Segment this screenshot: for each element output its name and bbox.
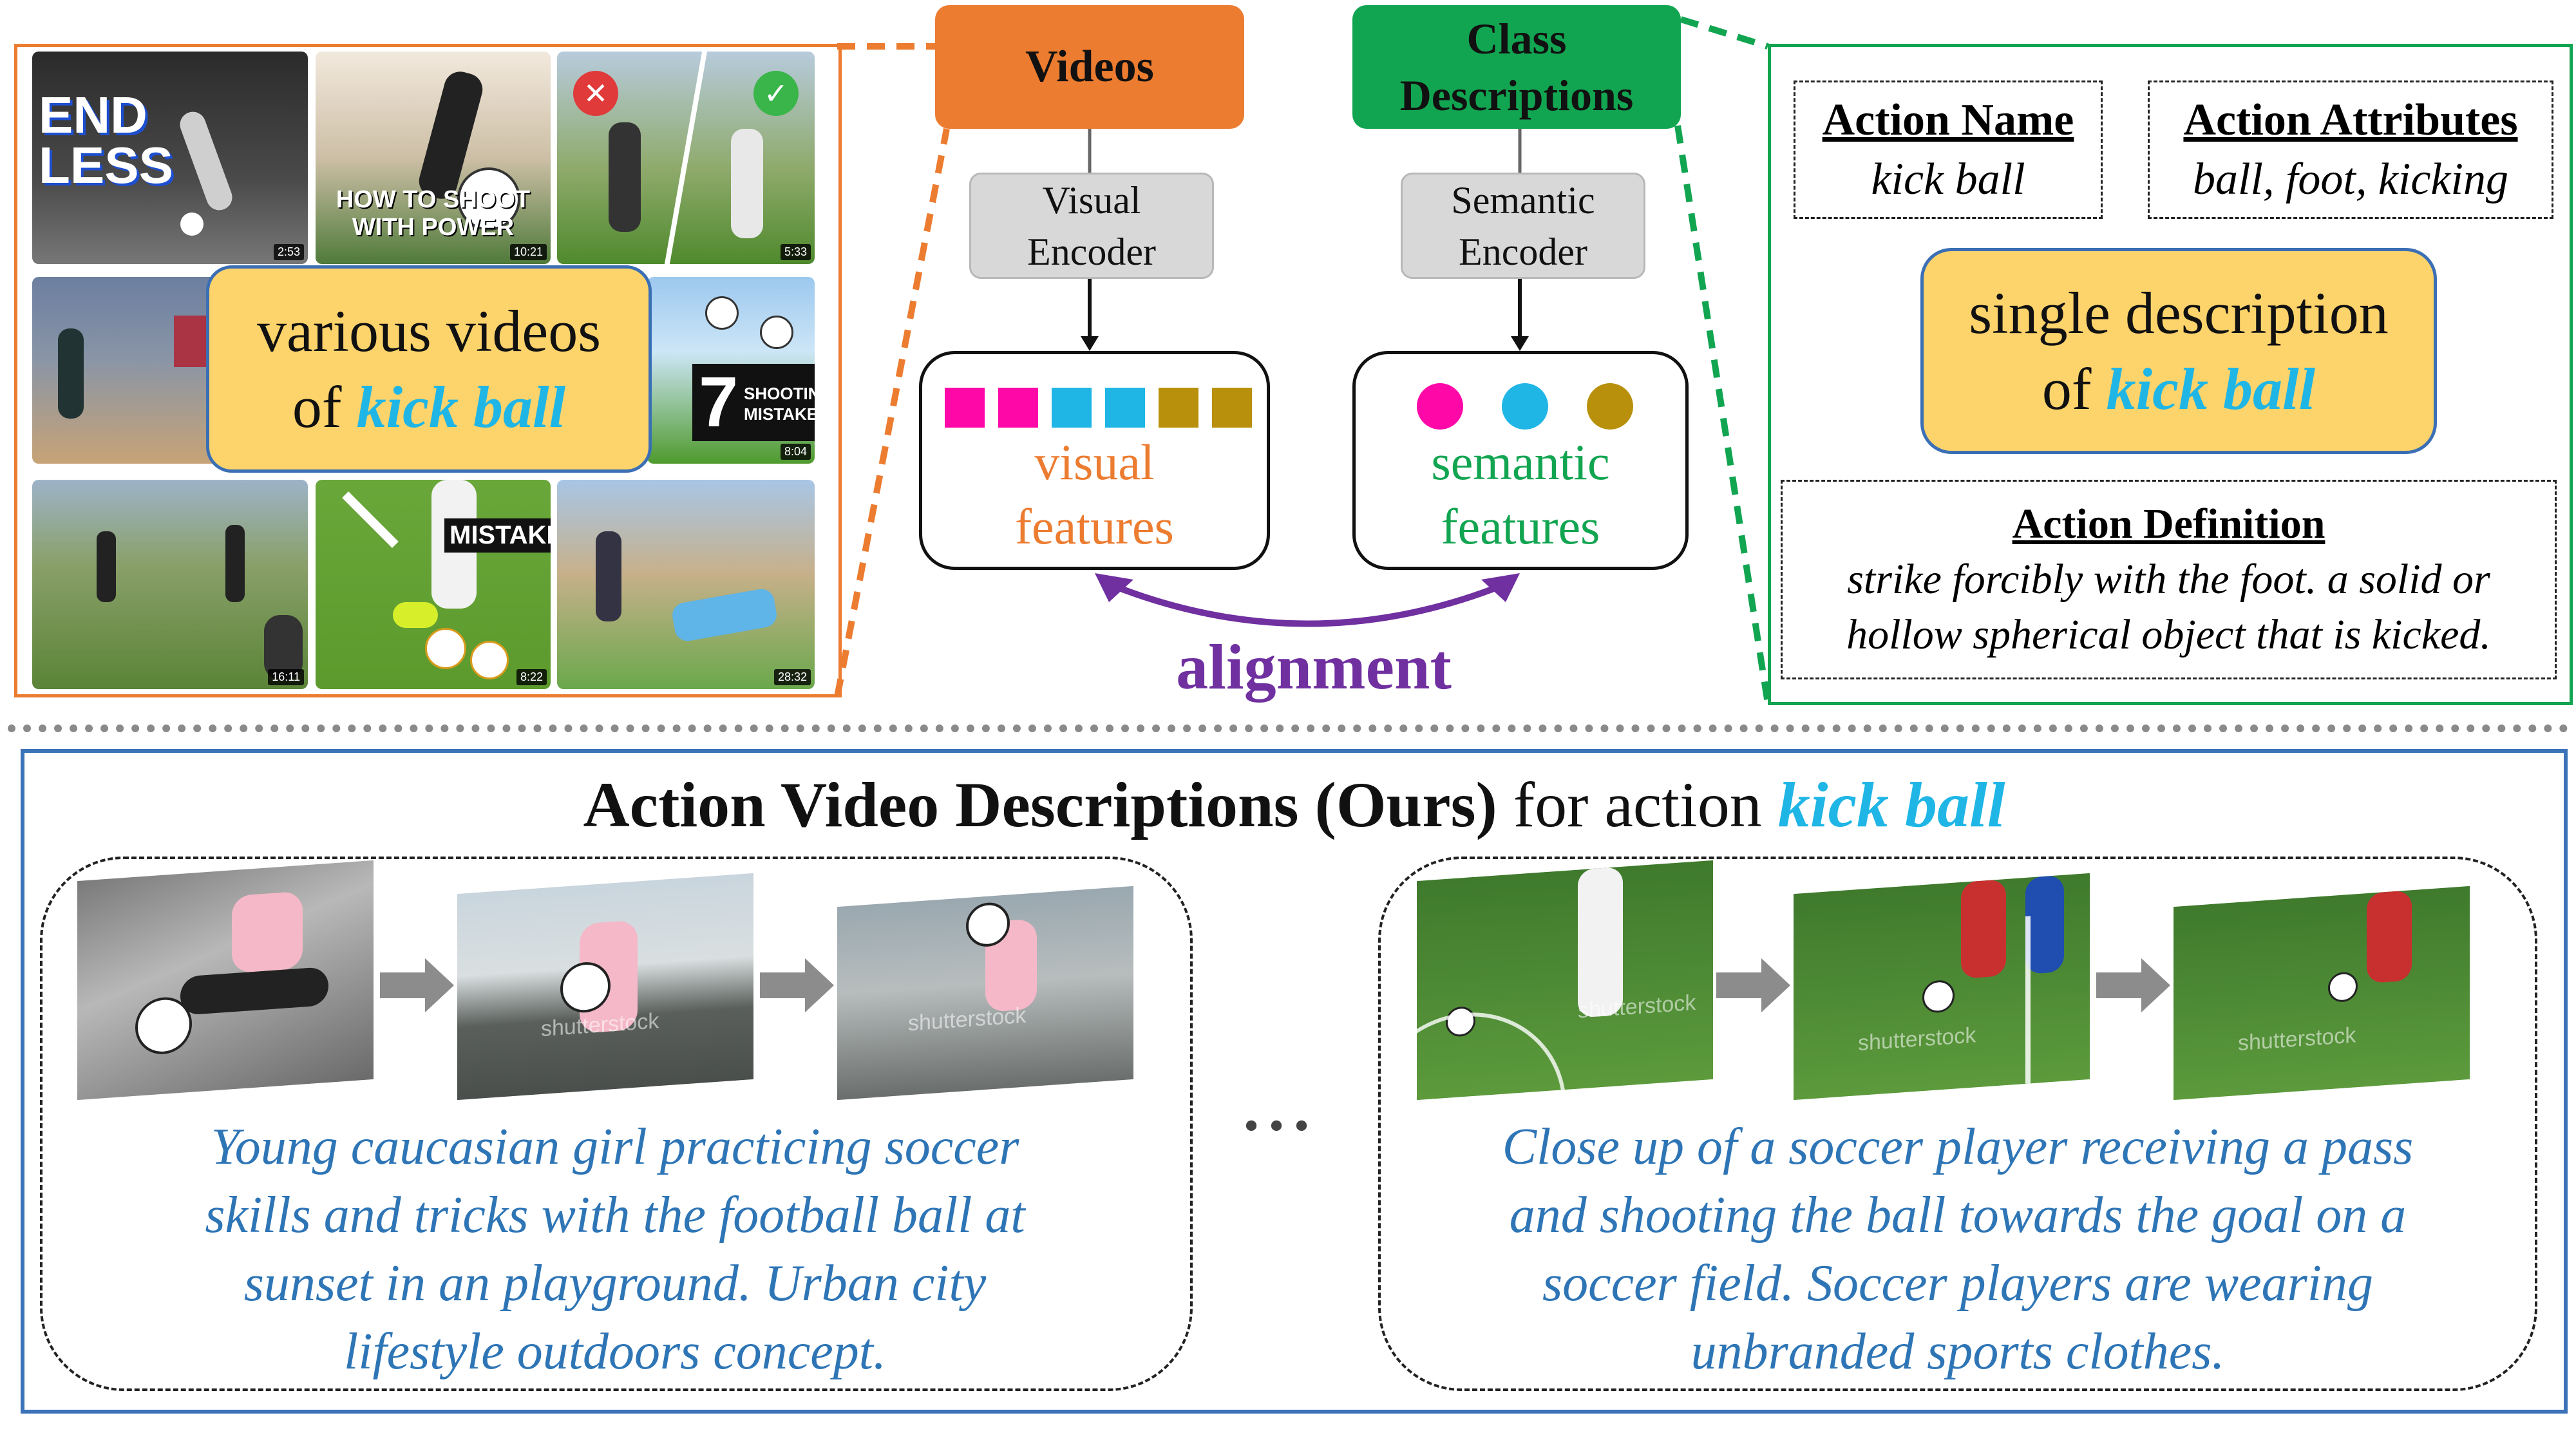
thumbnail-title: 7 SHOOTINGMISTAKES	[692, 364, 815, 441]
video-duration: 2:53	[273, 244, 304, 260]
video-thumbnail: MISTAKES 8:22	[316, 480, 551, 689]
class-descriptions-line1: Class	[1466, 14, 1567, 63]
visual-feature-square	[998, 388, 1038, 428]
video-duration: 10:21	[509, 244, 547, 260]
single-description-line1: single description	[1969, 280, 2389, 346]
caption-right: Close up of a soccer player receiving a …	[1417, 1111, 2499, 1388]
pipeline-connectors	[834, 16, 1771, 704]
semantic-feature-circle	[1587, 383, 1633, 430]
action-definition-box: Action Definition strike forcibly with t…	[1781, 480, 2557, 679]
check-icon: ✓	[753, 71, 799, 116]
section-divider	[8, 724, 2568, 732]
visual-features-line2: features	[1015, 498, 1174, 554]
caption-line: and shooting the ball towards the goal o…	[1509, 1187, 2407, 1244]
semantic-feature-circle	[1502, 383, 1548, 430]
video-duration: 16:11	[268, 669, 304, 685]
video-thumbnail: 16:11	[32, 480, 308, 689]
ellipsis: •••	[1211, 1095, 1346, 1159]
cross-icon: ✕	[573, 71, 618, 116]
semantic-features-line2: features	[1441, 498, 1600, 554]
visual-feature-square	[1105, 388, 1145, 428]
video-thumbnail: ✕ ✓ 5:33	[557, 52, 815, 264]
video-thumbnail: 7 SHOOTINGMISTAKES 8:04	[647, 277, 815, 464]
video-duration: 28:32	[773, 669, 811, 685]
action-attributes-value: ball, foot, kicking	[2193, 154, 2508, 204]
semantic-encoder-line1: Semantic	[1451, 178, 1595, 222]
visual-feature-square	[945, 388, 985, 428]
videos-box: Videos	[935, 5, 1244, 129]
action-name-value: kick ball	[1871, 154, 2025, 204]
action-attributes-box: Action Attributes ball, foot, kicking	[2148, 80, 2553, 219]
action-definition-title: Action Definition	[2012, 500, 2325, 547]
action-definition-line1: strike forcibly with the foot. a solid o…	[1847, 556, 2490, 603]
single-description-action: kick ball	[2106, 356, 2316, 422]
video-thumbnail: 28:32	[557, 480, 815, 689]
gray-arrow-icon	[1716, 958, 1790, 1012]
various-videos-of: of	[292, 374, 342, 440]
visual-features-line1: visual	[1034, 434, 1155, 490]
action-definition-line2: hollow spherical object that is kicked.	[1846, 611, 2491, 658]
gray-arrow-icon	[380, 958, 454, 1012]
visual-feature-square	[1159, 388, 1198, 428]
various-videos-label: various videos of kick ball	[206, 265, 652, 473]
visual-features-box: visual features	[919, 351, 1270, 570]
watermark-text: shutterstock	[2238, 1023, 2356, 1056]
various-videos-line1: various videos	[256, 298, 601, 364]
alignment-text: alignment	[1176, 630, 1452, 703]
alignment-label: alignment	[1095, 628, 1533, 705]
single-description-of: of	[2041, 356, 2092, 422]
caption-line: soccer field. Soccer players are wearing	[1542, 1255, 2374, 1312]
gray-arrow-icon	[760, 958, 834, 1012]
caption-left: Young caucasian girl practicing soccer s…	[77, 1111, 1153, 1388]
bottom-title-action: kick ball	[1777, 769, 2005, 840]
bottom-title-plain: for action	[1513, 769, 1762, 840]
video-duration: 8:22	[516, 669, 547, 685]
class-descriptions-line2: Descriptions	[1399, 71, 1634, 120]
caption-line: Close up of a soccer player receiving a …	[1502, 1119, 2414, 1175]
single-description-box: single description of kick ball	[1920, 248, 2437, 454]
caption-line: Young caucasian girl practicing soccer	[211, 1119, 1019, 1175]
video-collage-panel	[14, 44, 842, 697]
semantic-features-line1: semantic	[1431, 434, 1610, 490]
watermark-text: shutterstock	[1858, 1023, 1976, 1056]
caption-line: sunset in an playground. Urban city	[243, 1255, 987, 1312]
various-videos-action: kick ball	[356, 374, 566, 440]
semantic-encoder-box: Semantic Encoder	[1401, 173, 1645, 279]
gray-arrow-icon	[2096, 958, 2170, 1012]
visual-encoder-line2: Encoder	[1027, 230, 1156, 273]
action-video-descriptions-panel	[21, 749, 2568, 1414]
bottom-title-bold: Action Video Descriptions (Ours)	[583, 769, 1497, 840]
semantic-encoder-line2: Encoder	[1459, 230, 1587, 273]
caption-line: skills and tricks with the football ball…	[205, 1187, 1025, 1244]
video-frame: shutterstock	[1417, 860, 1713, 1101]
videos-label: Videos	[1025, 42, 1154, 91]
class-descriptions-box: Class Descriptions	[1352, 5, 1681, 129]
visual-feature-square	[1212, 388, 1252, 428]
caption-line: lifestyle outdoors concept.	[343, 1323, 887, 1380]
bottom-title: Action Video Descriptions (Ours) for act…	[21, 763, 2568, 847]
video-thumbnail: HOW TO SHOOT WITH POWER 10:21	[316, 52, 551, 264]
video-duration: 5:33	[780, 244, 811, 260]
visual-feature-square	[1052, 388, 1092, 428]
thumbnail-title: MISTAKES	[444, 518, 551, 553]
action-name-box: Action Name kick ball	[1794, 80, 2103, 219]
ellipsis-text: •••	[1240, 1106, 1316, 1148]
visual-encoder-line1: Visual	[1042, 178, 1141, 222]
visual-encoder-box: Visual Encoder	[969, 173, 1214, 279]
action-attributes-title: Action Attributes	[2183, 95, 2518, 145]
action-name-title: Action Name	[1822, 95, 2074, 145]
video-frame: shutterstock	[1794, 873, 2090, 1101]
thumbnail-title: HOW TO SHOOT WITH POWER	[336, 186, 531, 241]
video-duration: 8:04	[780, 444, 811, 460]
semantic-feature-circle	[1417, 383, 1463, 430]
semantic-features-box: semantic features	[1352, 351, 1689, 570]
video-description-card	[40, 857, 1193, 1391]
video-frame: shutterstock	[2174, 886, 2470, 1101]
class-descriptions-panel	[1768, 44, 2573, 705]
video-description-card	[1378, 857, 2537, 1391]
caption-line: unbranded sports clothes.	[1690, 1323, 2225, 1380]
